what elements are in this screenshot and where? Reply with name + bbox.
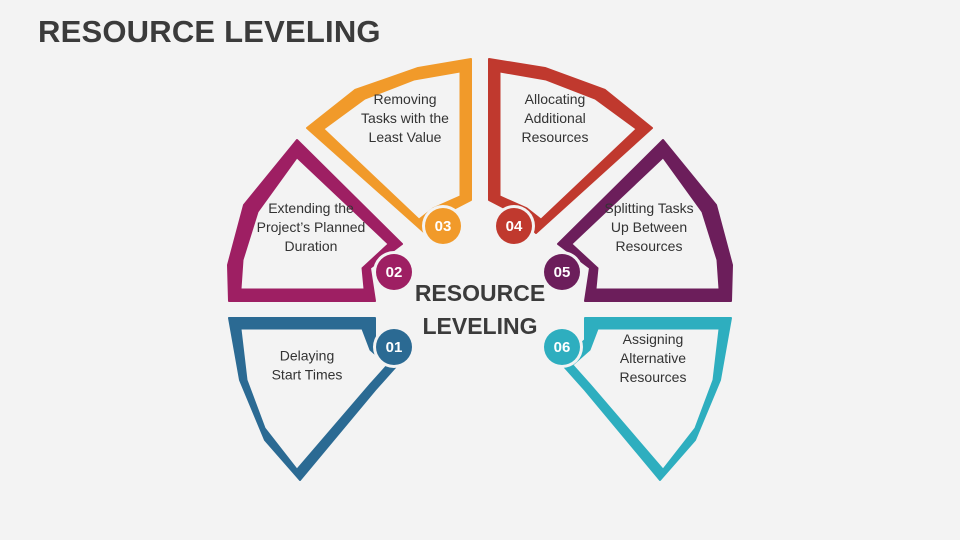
segment-1-inner-panel (240, 328, 388, 470)
badge-01-circle (376, 329, 412, 365)
badge-04-number: 04 (506, 218, 523, 235)
segment-5-text-line-1: Splitting Tasks (604, 200, 693, 216)
segment-6-text-line-2: Alternative (620, 350, 686, 366)
slide-title: RESOURCE LEVELING (38, 14, 381, 49)
segment-3-text-line-3: Least Value (369, 129, 442, 145)
badge-06-circle (544, 329, 580, 365)
segment-4-text-line-2: Additional (524, 110, 586, 126)
badge-05-circle (544, 254, 580, 290)
segment-4-inner-panel (499, 71, 637, 220)
segment-2-inner-panel (240, 157, 389, 290)
segment-2-text-line-1: Extending the (268, 200, 354, 216)
badge-03-circle (425, 208, 461, 244)
segment-3-text-line-1: Removing (373, 91, 436, 107)
badge-04-circle (496, 208, 532, 244)
segment-3-inner-panel (323, 71, 461, 220)
badge-01-number: 01 (386, 339, 403, 356)
segment-6-text-line-1: Assigning (623, 331, 684, 347)
segment-2-text-line-3: Duration (285, 238, 338, 254)
segment-1-text-line-2: Start Times (272, 367, 343, 383)
badges-layer: 01 02 03 04 05 06 (373, 205, 583, 368)
segment-4-text-line-3: Resources (522, 129, 589, 145)
center-label-line-2: LEVELING (422, 313, 537, 339)
badge-04: 04 (493, 205, 535, 247)
segment-6-text-line-3: Resources (620, 369, 687, 385)
segment-2-text-line-2: Project’s Planned (257, 219, 366, 235)
badge-05: 05 (541, 251, 583, 293)
badge-03: 03 (422, 205, 464, 247)
segment-5-text-line-2: Up Between (611, 219, 687, 235)
badge-02: 02 (373, 251, 415, 293)
segment-5-inner-panel (571, 157, 720, 290)
badge-02-number: 02 (386, 264, 403, 281)
badge-06-number: 06 (554, 339, 571, 356)
segment-6-inner-panel (572, 328, 720, 470)
badge-02-circle (376, 254, 412, 290)
badge-03-number: 03 (435, 218, 452, 235)
badge-06: 06 (541, 326, 583, 368)
badge-05-number: 05 (554, 264, 571, 281)
center-label-line-1: RESOURCE (415, 280, 545, 306)
badge-01: 01 (373, 326, 415, 368)
segment-5-text-line-3: Resources (616, 238, 683, 254)
segment-1-text-line-1: Delaying (280, 348, 334, 364)
segment-3-text-line-2: Tasks with the (361, 110, 449, 126)
segment-4-text-line-1: Allocating (525, 91, 586, 107)
